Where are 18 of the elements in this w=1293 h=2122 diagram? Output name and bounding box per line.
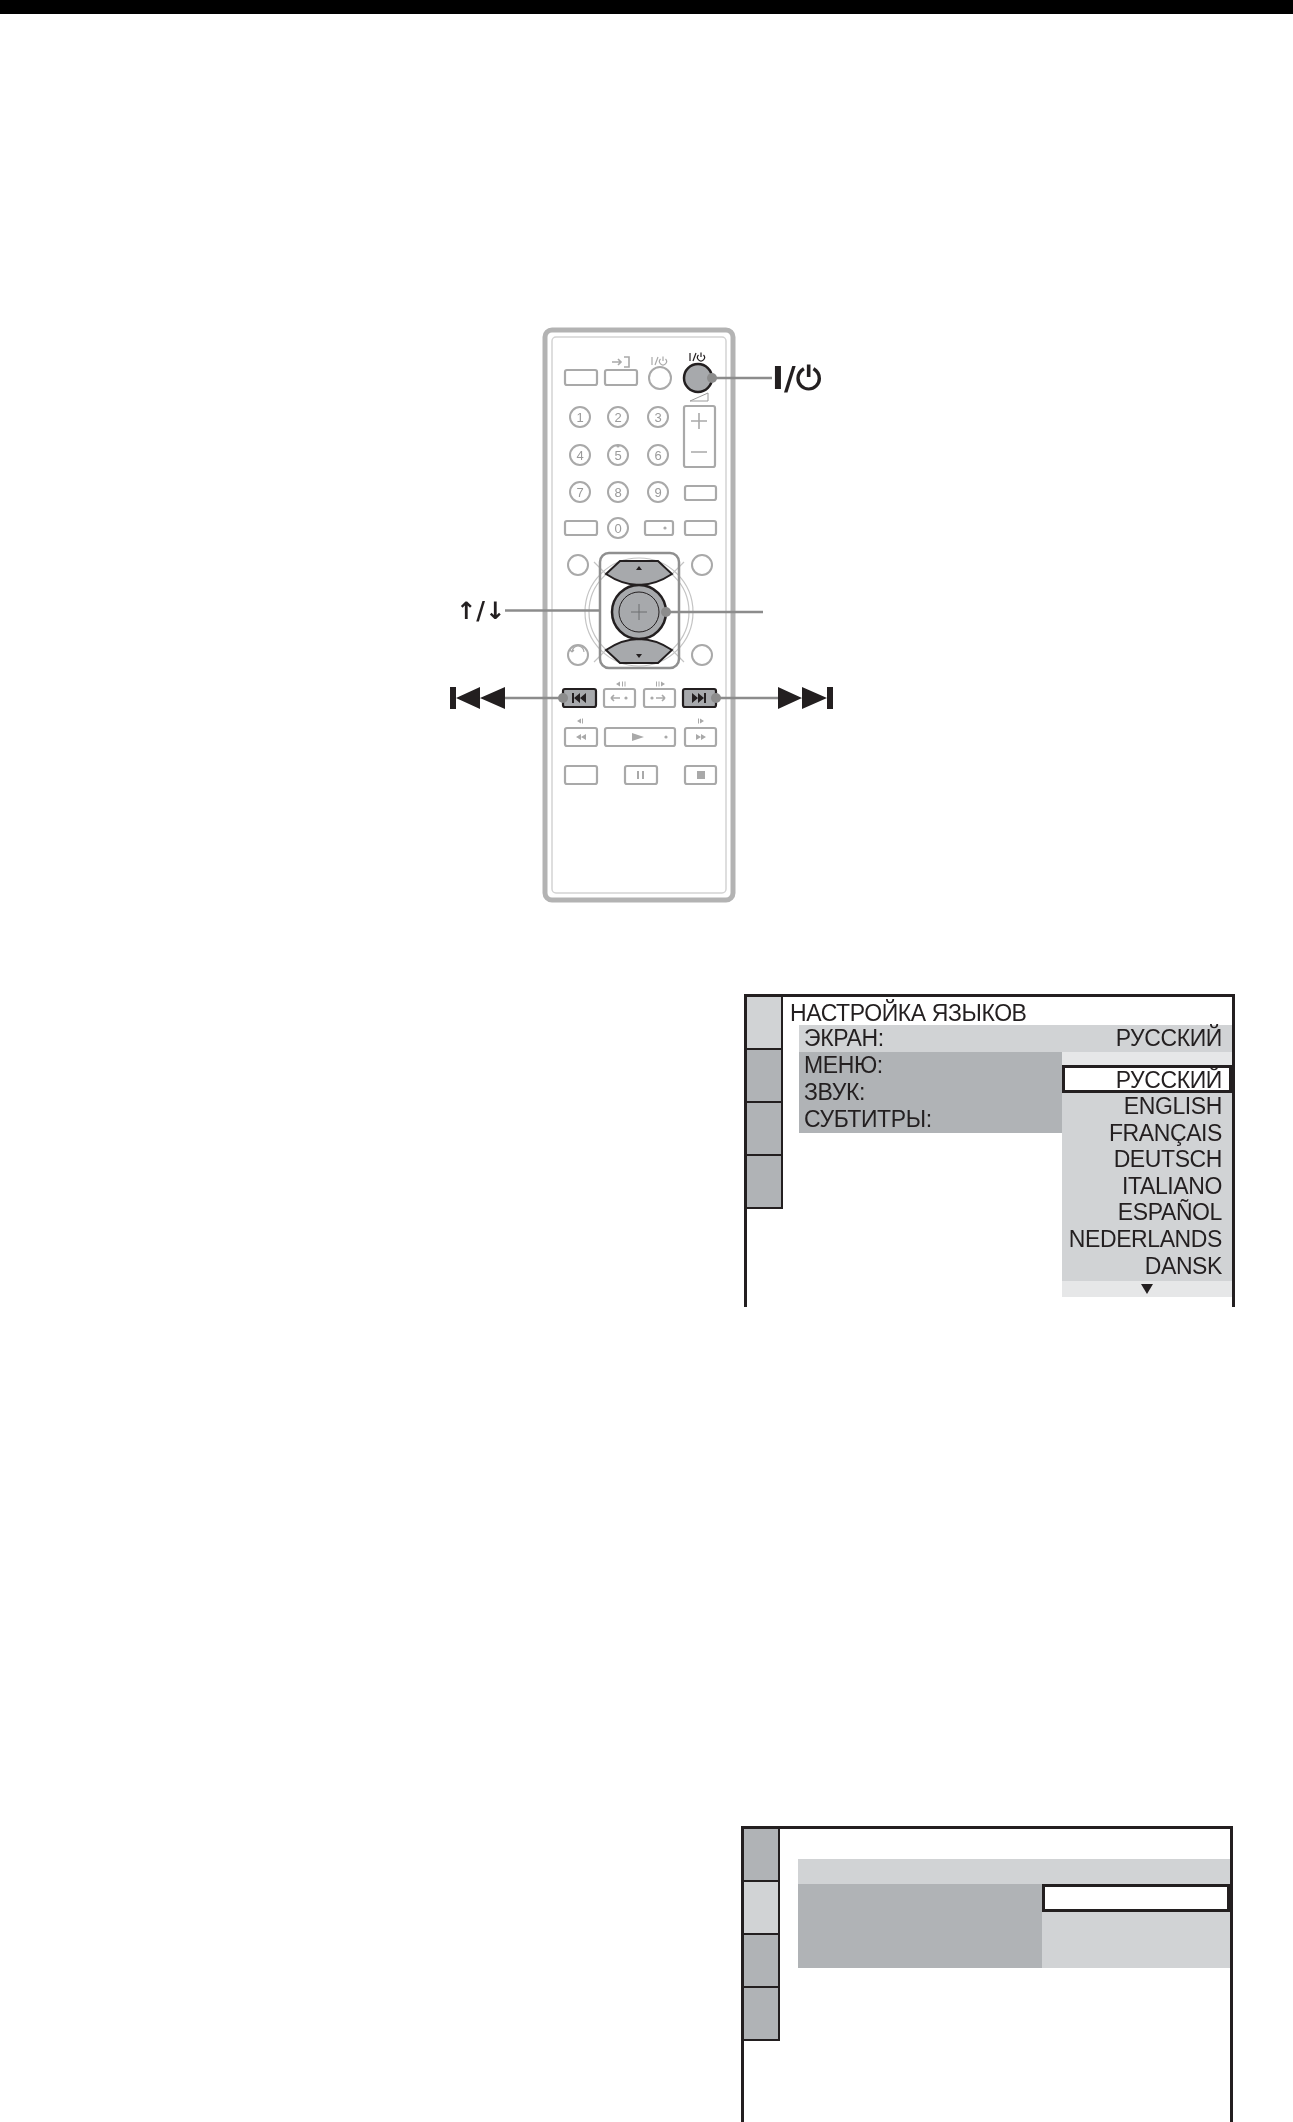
next-track-icon xyxy=(778,687,833,709)
menu-value: РУССКИЙ xyxy=(1115,1025,1222,1052)
option-text: NEDERLANDS xyxy=(1068,1226,1222,1252)
option-text: ENGLISH xyxy=(1123,1093,1222,1119)
option-text: DANSK xyxy=(1144,1252,1222,1279)
option-text: ITALIANO xyxy=(1122,1172,1222,1199)
option-text: ESPAÑOL xyxy=(1117,1199,1222,1226)
selected-option: РУССКИЙ xyxy=(1062,1065,1232,1093)
menu-item-label: ЗВУК: xyxy=(804,1079,865,1106)
callout-label: ↑/↓ xyxy=(456,596,505,626)
option-text: FRANÇAIS xyxy=(1108,1119,1222,1146)
menu-title: НАСТРОЙКА ЯЗЫКОВ xyxy=(790,1000,1027,1026)
option-text: DEUTSCH xyxy=(1113,1146,1222,1173)
menu-item-label: МЕНЮ: xyxy=(804,1052,883,1079)
previous-track-icon xyxy=(450,687,505,709)
menu-item-label: ЭКРАН: xyxy=(804,1025,884,1052)
menu-item-label: СУБТИТРЫ: xyxy=(804,1106,932,1133)
callout-label: I/⏻ xyxy=(772,358,821,398)
